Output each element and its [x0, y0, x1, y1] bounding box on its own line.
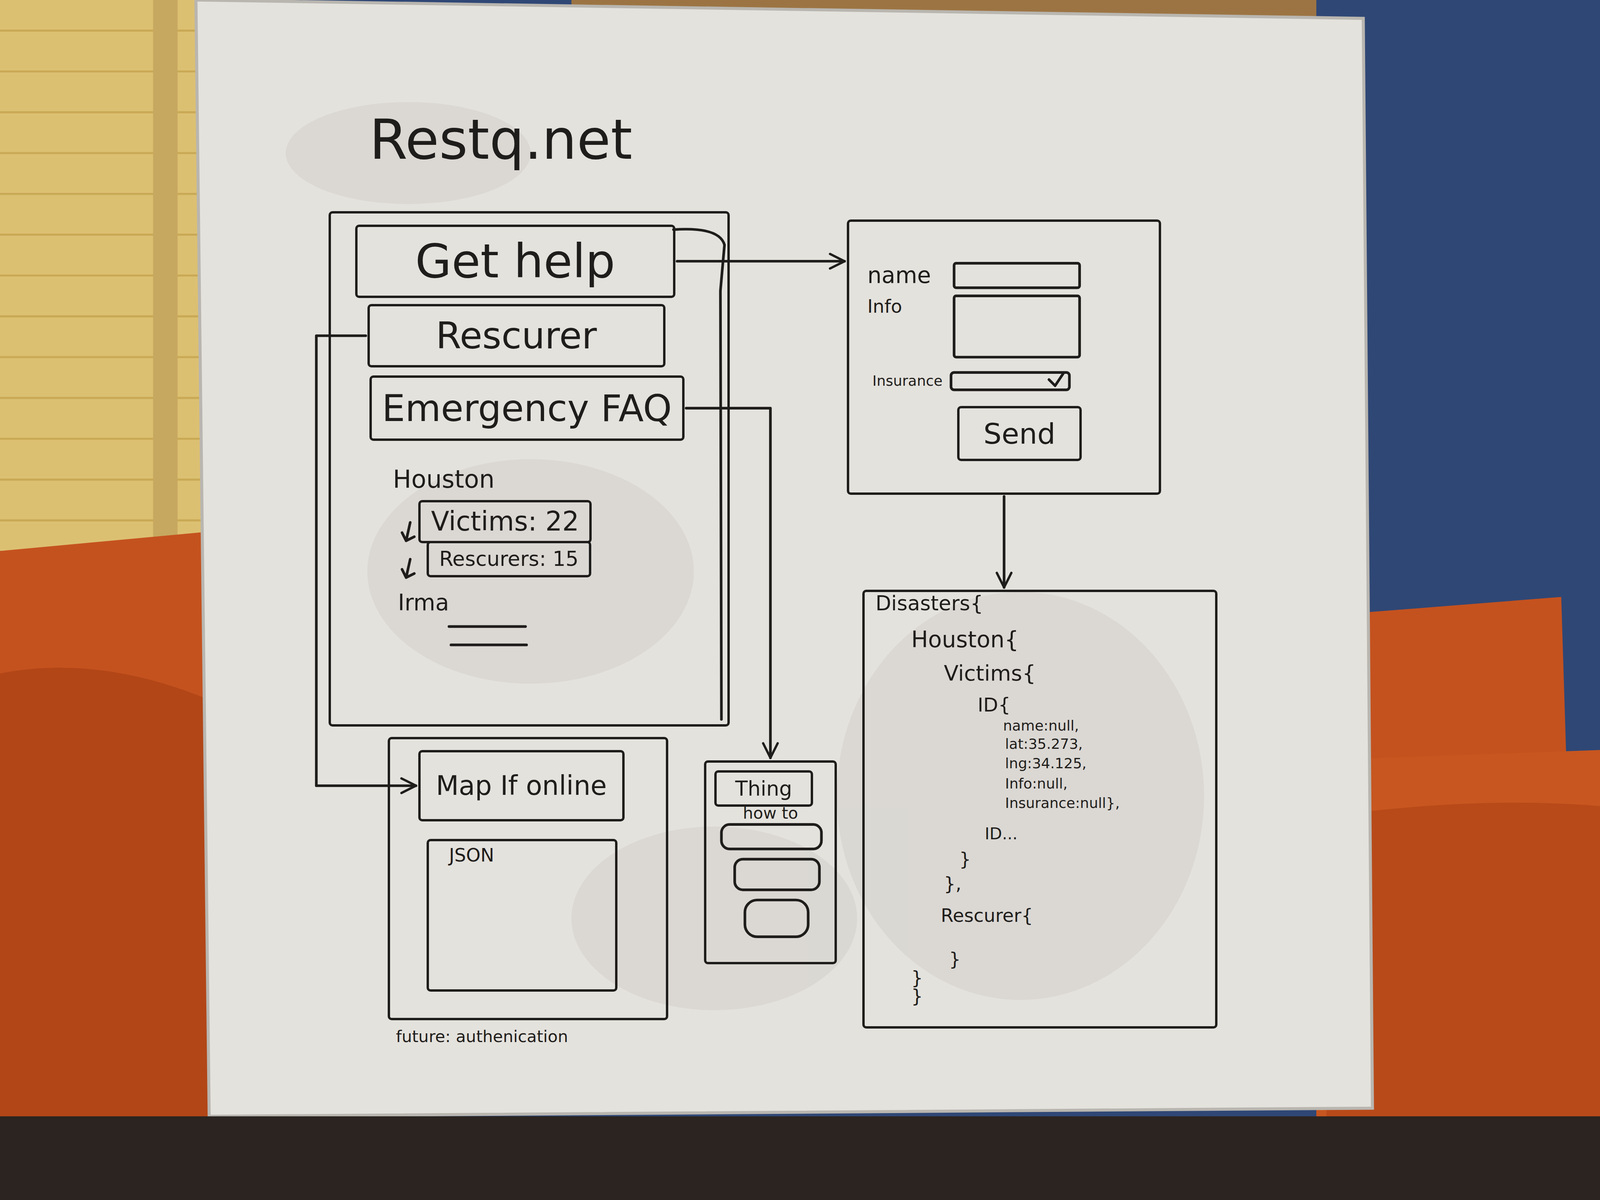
whiteboard [196, 0, 1373, 1117]
menu-button: Get help [355, 224, 676, 299]
code-line: Victims{ [944, 661, 1037, 686]
ink-sketch [401, 228, 1080, 937]
node-label: Send [983, 417, 1056, 451]
node-label: Insurance [872, 372, 943, 389]
node-label: Map If online [435, 770, 607, 802]
map-box: Map If online [418, 750, 625, 822]
node-label: Thing [735, 776, 793, 801]
node-label: Rescurer [435, 314, 597, 357]
node-label: JSON [448, 844, 495, 866]
smudges [285, 101, 1204, 1011]
orange-chair [1367, 596, 1567, 766]
thing-box: Thing [714, 770, 814, 807]
placeholder-line [451, 643, 527, 647]
placeholder-line [448, 625, 526, 629]
code-line: Info:null, [1005, 775, 1068, 792]
count-box: Victims: 22 [418, 500, 592, 544]
insurance-checkbox [951, 372, 1070, 391]
phone-button [734, 859, 820, 890]
code-line: Houston{ [911, 626, 1019, 653]
name-input [953, 263, 1080, 288]
node-label: Info [867, 296, 903, 318]
node-label: Emergency FAQ [381, 387, 672, 430]
code-line: ID... [984, 824, 1018, 844]
json-box: JSON [426, 838, 618, 993]
page-frame: HoustonIrma Get helpRescurerEmergency FAQ… [328, 211, 730, 727]
code-line: Insurance:null}, [1005, 794, 1120, 812]
code-line: } [911, 985, 923, 1007]
check-mark [1048, 373, 1064, 386]
flow-arrow [1002, 496, 1006, 588]
collapse-arrow [401, 522, 415, 541]
code-line: name:null, [1003, 717, 1079, 734]
flow-arrow [676, 259, 845, 263]
code-line: } [959, 848, 971, 870]
code-line: } [911, 967, 923, 989]
node-label: Rescurers: 15 [439, 547, 579, 571]
node-label: Houston [392, 465, 495, 494]
node-label: Irma [398, 589, 450, 616]
orange-couch [0, 530, 220, 1123]
phone-button [744, 900, 808, 937]
info-input [953, 296, 1080, 358]
count-box: Rescurers: 15 [426, 540, 592, 578]
menu-button: Rescurer [367, 303, 666, 368]
code-line: lng:34.125, [1005, 755, 1087, 772]
window-frame [153, 0, 178, 552]
code-line: ID{ [977, 694, 1011, 717]
node-label: Victims: 22 [430, 506, 579, 537]
code-line: }, [944, 873, 962, 895]
code-line: lat:35.273, [1005, 735, 1083, 752]
page-title: Restq.net [369, 108, 633, 172]
couch-shade [0, 667, 220, 1123]
code-line: Rescurer{ [940, 905, 1033, 927]
menu-button: Emergency FAQ [369, 375, 685, 441]
node-label: Get help [415, 234, 616, 289]
node-label: name [867, 262, 931, 289]
phone-button [721, 824, 822, 850]
node-label: future: authenication [396, 1027, 569, 1047]
form-panel: nameInfoInsuranceSend [846, 219, 1162, 495]
page-edge [673, 228, 725, 720]
phone-frame: how toThing [703, 760, 837, 965]
data-panel: Disasters{Houston{Victims{ID{name:null,l… [862, 589, 1218, 1029]
code-line: Disasters{ [875, 591, 983, 616]
send-button: Send [957, 405, 1082, 462]
code-line: } [948, 948, 961, 970]
collapse-arrow [401, 559, 415, 578]
brick-wall [0, 0, 204, 552]
table [0, 1116, 1600, 1200]
node-label: how to [742, 803, 799, 823]
rescuer-page: future: authenicationMap If onlineJSON [387, 736, 669, 1021]
